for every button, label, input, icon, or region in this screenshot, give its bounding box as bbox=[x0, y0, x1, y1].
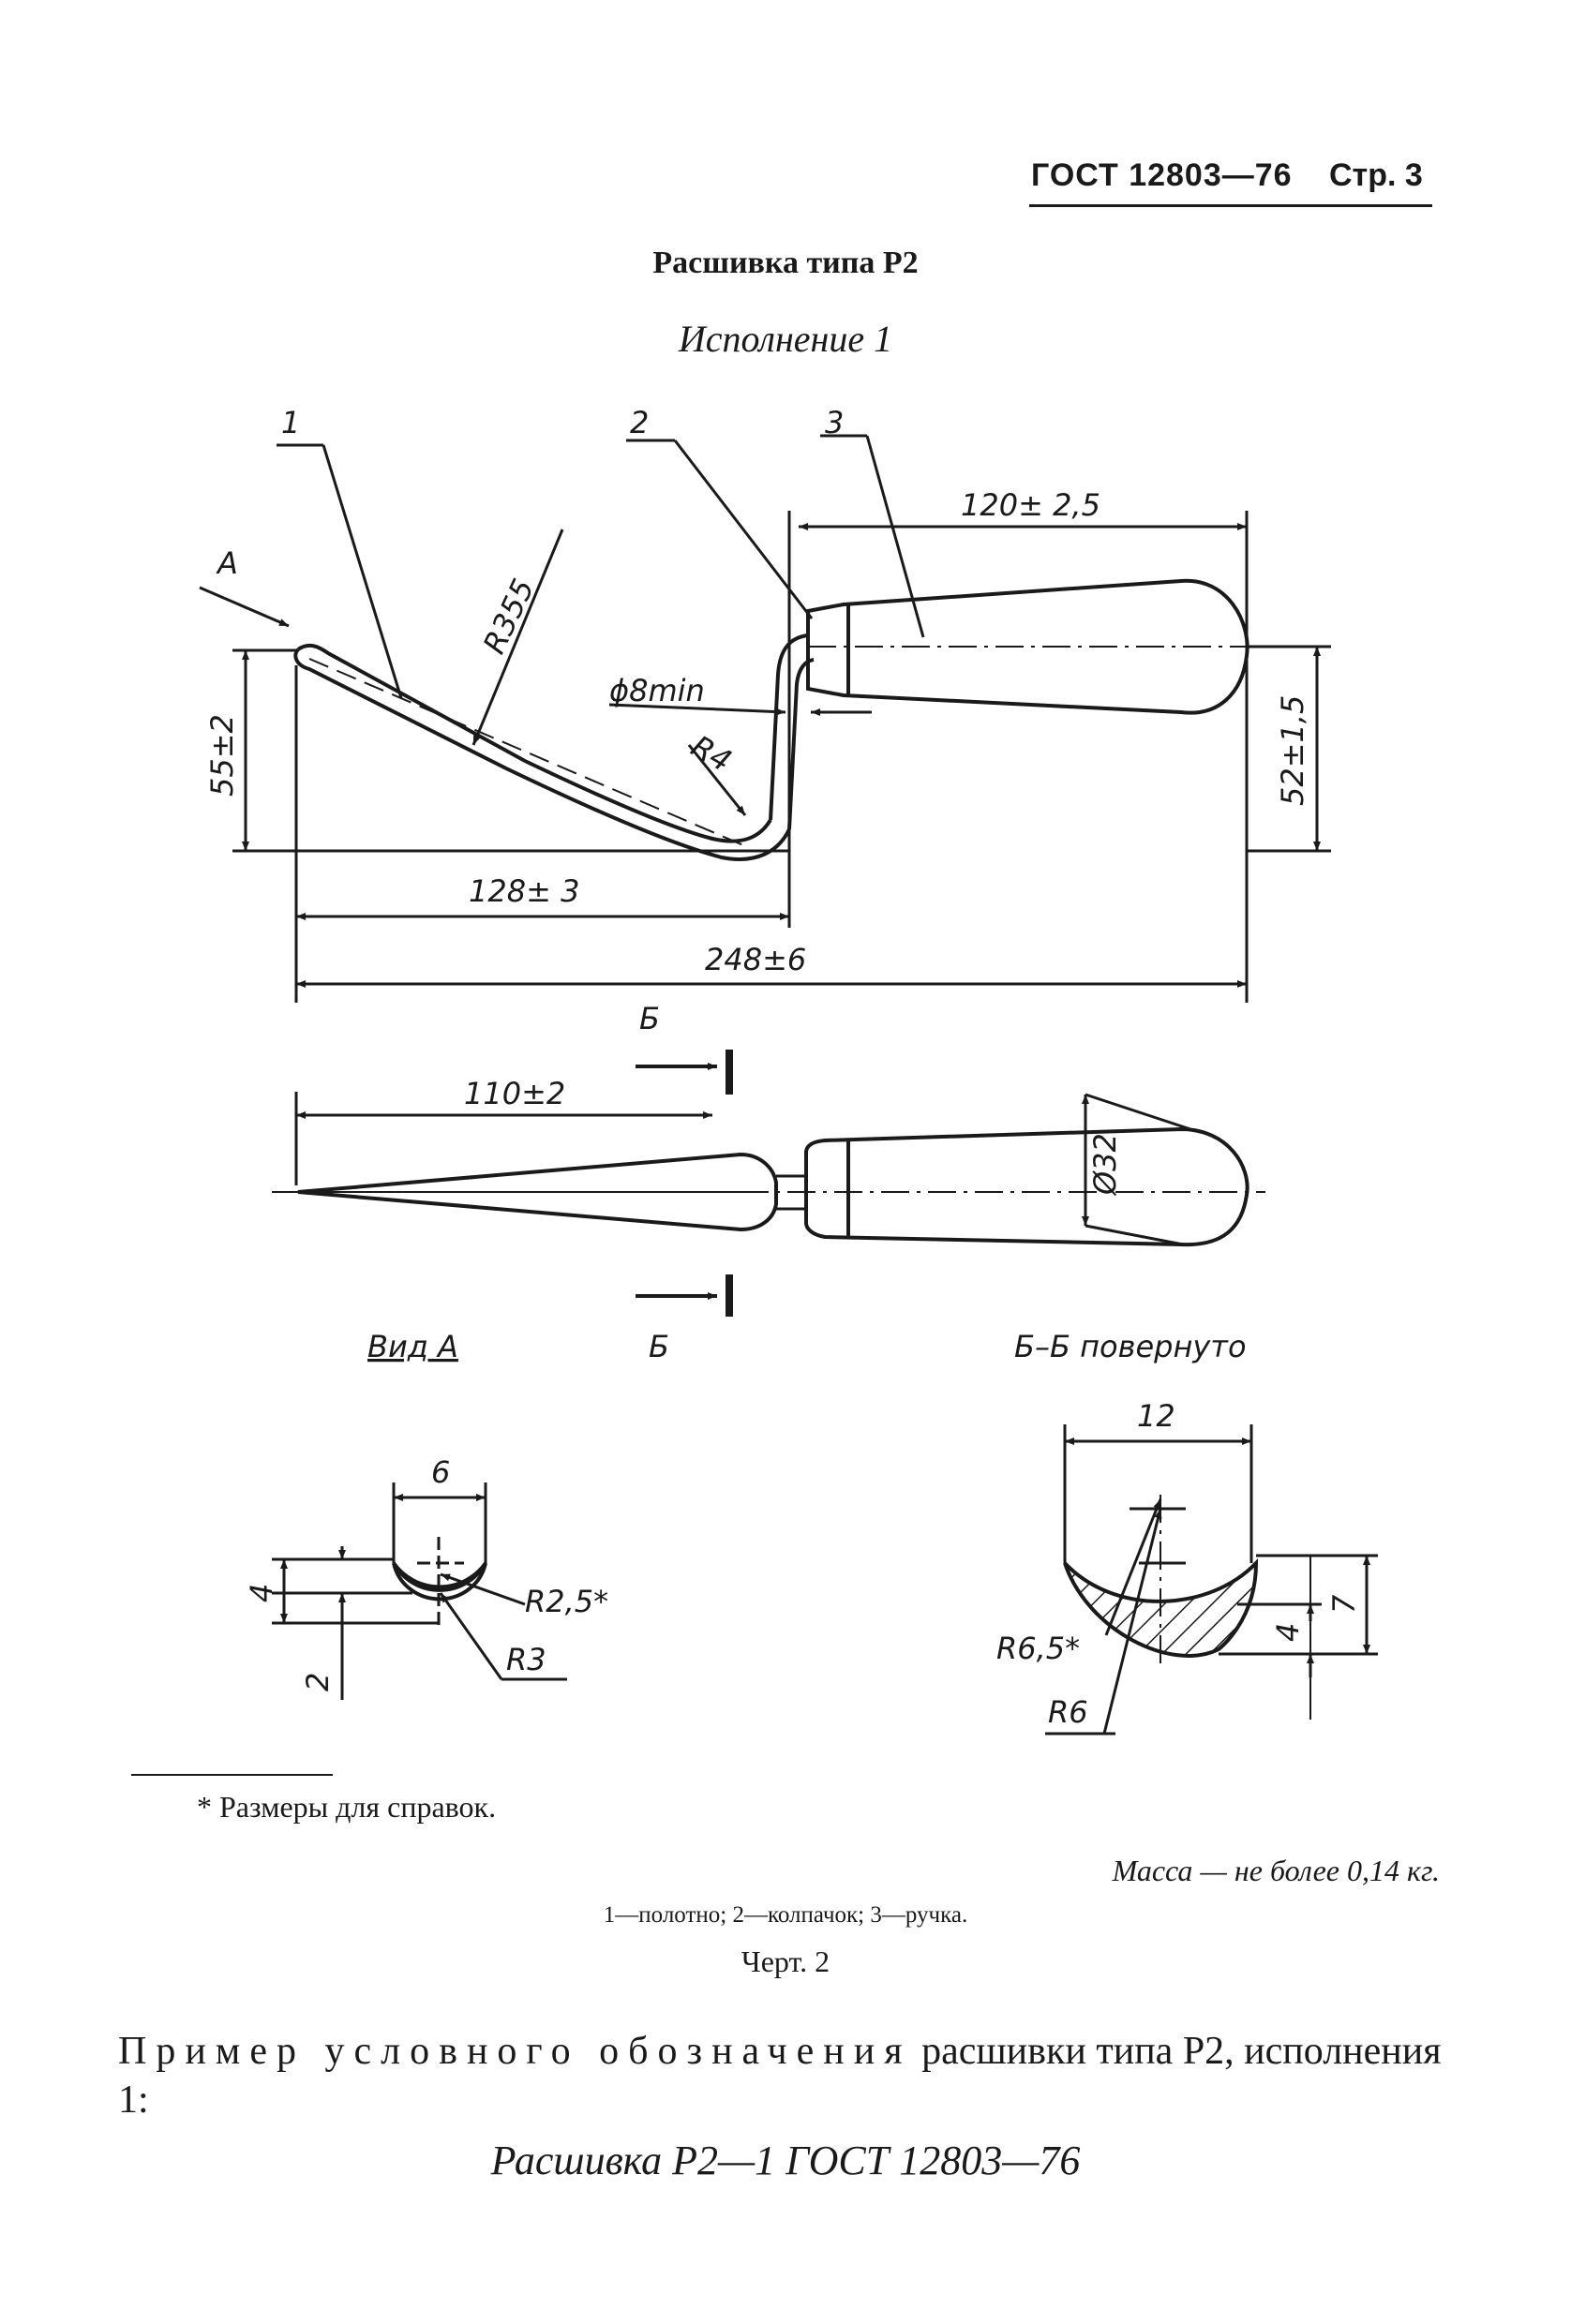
page-number: Стр. 3 bbox=[1329, 157, 1423, 193]
section-view bbox=[1045, 1424, 1378, 1736]
dim-blade-radius: R355 bbox=[476, 574, 542, 660]
figure-number: Черт. 2 bbox=[741, 1944, 830, 1978]
dim-right-height: 52±1,5 bbox=[1275, 695, 1310, 806]
view-a-arrow-label: А bbox=[216, 545, 238, 581]
blade-outline bbox=[296, 643, 772, 843]
section-inner-radius: R6 bbox=[1048, 1694, 1088, 1730]
footnote-rule bbox=[131, 1774, 333, 1776]
top-blade-outline bbox=[297, 1152, 778, 1232]
dim-bend-radius: R4 bbox=[685, 728, 738, 779]
section-width: 12 bbox=[1137, 1398, 1175, 1434]
section-height: 7 bbox=[1326, 1594, 1362, 1614]
callout-3: 3 bbox=[825, 405, 844, 440]
dim-rod-diameter: ϕ8min bbox=[609, 673, 705, 708]
view-a-thickness: 2 bbox=[300, 1673, 336, 1691]
section-mark-top: Б bbox=[639, 1001, 660, 1036]
view-a-outer-radius: R2,5* bbox=[525, 1584, 608, 1619]
callout-2: 2 bbox=[630, 405, 649, 440]
section-mark-bottom: Б bbox=[649, 1329, 669, 1364]
view-a-label: Вид А bbox=[367, 1329, 458, 1364]
rod-outline bbox=[769, 633, 809, 821]
top-view bbox=[272, 1050, 1265, 1317]
top-handle-outline bbox=[804, 1126, 1249, 1247]
dim-total-length: 248±6 bbox=[705, 942, 806, 977]
dim-handle-diameter: Ø32 bbox=[1087, 1133, 1123, 1197]
section-outer-radius: R6,5* bbox=[996, 1631, 1080, 1666]
dim-reach: 128± 3 bbox=[469, 873, 579, 909]
section-depth: 4 bbox=[1270, 1623, 1306, 1642]
dim-left-height: 55±2 bbox=[204, 714, 240, 797]
side-view bbox=[199, 434, 1331, 1003]
designation-example: Пример условного обозначения расшивки ти… bbox=[118, 2027, 1449, 2124]
parts-legend: 1—полотно; 2—колпачок; 3—ручка. bbox=[603, 1902, 968, 1928]
view-a-width: 6 bbox=[431, 1454, 450, 1490]
dim-blade-length: 110±2 bbox=[464, 1076, 565, 1111]
standard-number: ГОСТ 12803—76 bbox=[1031, 157, 1293, 193]
example-rest: расшивки типа Р2, исполнения 1: bbox=[118, 2030, 1442, 2122]
figure-title: Расшивка типа Р2 bbox=[652, 246, 919, 280]
view-a bbox=[272, 1482, 567, 1700]
mass-note: Масса — не более 0,14 кг. bbox=[1112, 1854, 1440, 1887]
variant-subtitle: Исполнение 1 bbox=[678, 318, 893, 360]
view-a-inner-radius: R3 bbox=[506, 1642, 546, 1677]
footnote: * Размеры для справок. bbox=[197, 1790, 497, 1824]
designation-code: Расшивка Р2—1 ГОСТ 12803—76 bbox=[490, 2138, 1081, 2183]
section-label: Б–Б повернуто bbox=[1014, 1329, 1247, 1364]
view-a-depth: 4 bbox=[244, 1584, 279, 1602]
header-rule bbox=[1029, 204, 1432, 207]
dim-handle-length: 120± 2,5 bbox=[961, 487, 1100, 523]
callout-1: 1 bbox=[281, 405, 300, 440]
example-lead: Пример условного обозначения bbox=[118, 2030, 912, 2073]
